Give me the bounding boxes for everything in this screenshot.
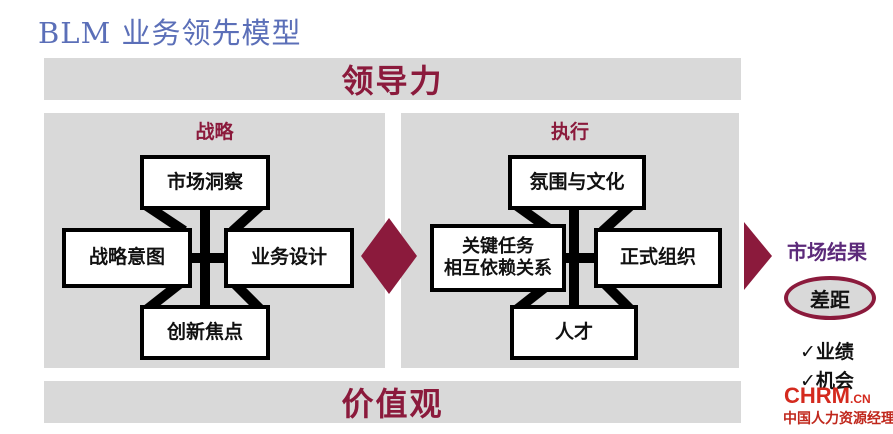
gap-ellipse: 差距 (784, 276, 876, 320)
execution-title: 执行 (550, 121, 589, 143)
logo-brand: CHRM (784, 383, 850, 408)
chrm-logo: CHRM.CN (784, 383, 871, 409)
leadership-band: 领导力 (44, 58, 741, 100)
leadership-label: 领导力 (341, 62, 444, 100)
strategy-title: 战略 (195, 121, 234, 143)
node-innovation-focus: 创新焦点 (140, 305, 270, 360)
node-formal-organization: 正式组织 (594, 228, 722, 288)
logo-suffix: .CN (850, 392, 871, 406)
values-label: 价值观 (341, 385, 444, 423)
node-business-design: 业务设计 (224, 228, 354, 288)
logo-tagline: 中国人力资源经理 (783, 411, 893, 427)
market-results-title: 市场结果 (787, 240, 867, 264)
result-item-opportunity: ✓机会 (800, 370, 854, 392)
node-talent: 人才 (510, 305, 638, 360)
node-strategic-intent: 战略意图 (62, 228, 192, 288)
values-band: 价值观 (44, 381, 741, 423)
gap-label: 差距 (810, 287, 850, 312)
node-climate-culture: 氛围与文化 (508, 155, 646, 210)
page-title: BLM 业务领先模型 (38, 16, 302, 50)
result-item-performance: ✓业绩 (800, 341, 854, 363)
node-market-insight: 市场洞察 (140, 155, 270, 210)
results-arrow (744, 222, 772, 290)
node-critical-tasks: 关键任务 相互依赖关系 (430, 224, 566, 292)
transition-diamond (361, 218, 417, 294)
